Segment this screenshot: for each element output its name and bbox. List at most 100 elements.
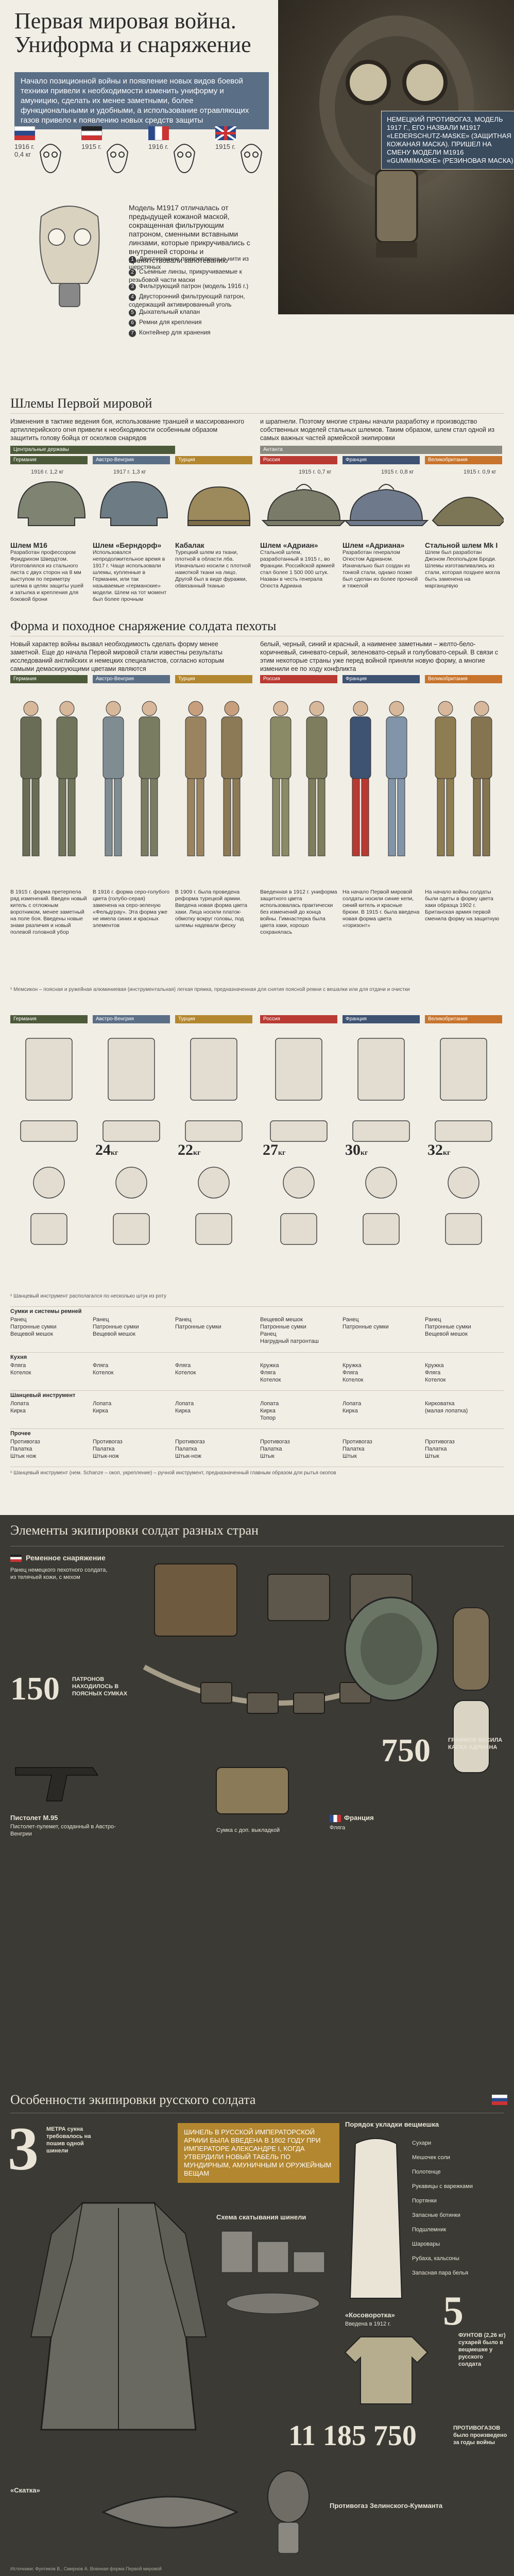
table-cell: Противогаз Палатка Штык нож — [10, 1439, 40, 1459]
russian-soldier-section: Особенности экипировки русского солдата … — [0, 2090, 514, 2576]
flag-russia-icon — [492, 2095, 507, 2105]
uniform-desc-austria: В 1916 г. форма серо-голубого цвета (гол… — [93, 889, 170, 929]
table-cell: Вещевой мешок Патронные сумки Ранец Нагр… — [260, 1317, 319, 1344]
pack-item: Подшлемник — [412, 2227, 447, 2233]
gear-table-header-bags: Сумки и системы ремней — [10, 1308, 82, 1315]
table-cell: Лопата Кирка — [93, 1401, 112, 1414]
helmet-name: Кабалак — [175, 541, 204, 549]
skatka-title: «Скатка» — [10, 2486, 40, 2494]
big-number-5: 5 — [443, 2288, 464, 2334]
pack-item: Сухари — [412, 2140, 432, 2146]
helmet-name: Шлем M16 — [10, 541, 47, 549]
pistol-label: Пистолет M.95 — [10, 1814, 58, 1822]
table-cell: Кружка Фляга Котелок — [342, 1362, 364, 1383]
flag-germany-icon — [10, 1555, 22, 1562]
uniform-desc-turkey: В 1909 г. была проведена реформа турецко… — [175, 889, 247, 929]
table-cell: Противогаз Палатка Штык-нож — [93, 1439, 123, 1459]
table-cell: Ранец Патронные сумки — [342, 1317, 389, 1330]
mask-caption: НЕМЕЦКИЙ ПРОТИВОГАЗ, МОДЕЛЬ 1917 Г., ЕГО… — [381, 111, 514, 170]
band-germany: Германия — [10, 675, 88, 683]
band-russia: Россия — [260, 675, 337, 683]
band-germany: Германия — [10, 1015, 88, 1023]
greatcoat-illustration — [30, 2201, 207, 2431]
table-cell: Кружка Фляга Котелок — [260, 1362, 281, 1383]
legend-number: 1 — [129, 256, 136, 263]
skatka-illustration — [101, 2496, 239, 2529]
pack-list: Сухари Мешочек соли Полотенце Рукавицы с… — [412, 2136, 505, 2280]
helmet-year-berndorf: 1917 г. 1,3 кг — [113, 469, 146, 475]
big-number-150: 150 — [10, 1670, 60, 1707]
germany-gear-label: Ременное снаряжение — [10, 1554, 106, 1562]
band-austria: Австро-Венгрия — [93, 456, 170, 464]
gear-footnote: ¹ Шанцевый инструмент (нем. Schanze – ок… — [10, 1470, 336, 1476]
turkey-bag-label: Сумка с доп. выкладкой — [216, 1827, 280, 1833]
flag-france-icon — [330, 1814, 341, 1822]
table-cell: Лопата Кирка — [10, 1401, 29, 1414]
uniform-desc-russia: Введенная в 1912 г. униформа защитного ц… — [260, 889, 337, 935]
helmet-adrian-russia — [261, 484, 347, 526]
uniforms-section: Форма и походное снаряжение солдата пехо… — [0, 618, 514, 1015]
gear-germany — [20, 1038, 78, 1245]
helmet-card-adrian-ru: Шлем «Адриан» Стальной шлем, разработанн… — [260, 541, 337, 590]
title-line-1: Первая мировая война. — [14, 8, 236, 33]
mask-m1917-diagram — [39, 206, 100, 307]
france-sub: Фляга — [330, 1825, 346, 1831]
helmet-name: Шлем «Берндорф» — [93, 541, 162, 549]
germany-gear-text: Ранец немецкого пехотного солдата, из те… — [10, 1567, 108, 1580]
helmet-card-kabalak: Кабалак Турецкий шлем из ткани, плотной … — [175, 541, 252, 590]
weight-britain: 32кг — [427, 1141, 451, 1158]
pack-item: Рубаха, кальсоны — [412, 2255, 459, 2262]
pistol-illustration — [15, 1767, 98, 1801]
gear-table-header-other: Прочее — [10, 1430, 31, 1437]
m1917-description: Модель M1917 отличалась от предыдущей ко… — [129, 204, 250, 264]
big-number-3: 3 — [8, 2114, 39, 2183]
helmet-card-adrian-fr: Шлем «Адриана» Разработан генералом Огюс… — [342, 541, 420, 590]
table-cell: Фляга Котелок — [10, 1362, 31, 1376]
gear-table-header-kitchen: Кухня — [10, 1354, 27, 1360]
soldier-russia-2 — [306, 701, 328, 856]
soldier-austria-2 — [139, 701, 160, 856]
flag-france — [148, 126, 169, 141]
band-austria: Австро-Венгрия — [93, 675, 170, 683]
mask-year-4: 1915 г. — [215, 143, 236, 150]
soldier-britain-1 — [435, 701, 456, 856]
helmet-mk1 — [432, 497, 504, 526]
uniform-desc-france: На начало Первой мировой солдаты носили … — [342, 889, 420, 929]
helmet-year-m16: 1916 г. 1,2 кг — [31, 469, 64, 475]
legend-number: 4 — [129, 294, 136, 301]
roll-scheme — [221, 2231, 325, 2314]
table-cell: Ранец Патронные сумки Вещевой мешок — [93, 1317, 139, 1337]
helmet-name: Стальной шлем Mk I — [425, 541, 498, 549]
flag-russia — [14, 126, 36, 140]
uniforms-footnote: ¹ Мемсикон – поясная и ружейная алюминие… — [10, 987, 410, 992]
table-cell: Кирковатка (малая лопатка) — [425, 1401, 468, 1414]
band-france: Франция — [342, 1015, 420, 1023]
soldier-turkey-2 — [221, 701, 243, 856]
helmets-intro-left: Изменения в тактике ведения боя, использ… — [10, 418, 245, 442]
mask-diagram — [21, 201, 118, 314]
kosovorotka-text: Введена в 1912 г. — [345, 2321, 391, 2327]
band-turkey: Турция — [175, 456, 252, 464]
elements-section: Элементы экипировки солдат разных стран … — [0, 1515, 514, 2092]
uniforms-intro-left: Новый характер войны вызвал необходимост… — [10, 641, 225, 672]
band-turkey: Турция — [175, 1015, 252, 1023]
mask-models-row: 1916 г.0,4 кг 1915 г. 1916 г. 1915 г. — [14, 125, 272, 193]
band-russia: Россия — [260, 1015, 337, 1023]
turkey-bag-illustration — [216, 1767, 289, 1814]
table-cell: Фляга Котелок — [175, 1362, 196, 1376]
helmet-card-berndorf: Шлем «Берндорф» Использовался непродолжи… — [93, 541, 170, 603]
band-britain: Великобритания — [425, 675, 502, 683]
big-number-3-caption: МЕТРА сукна требовалось на пошив одной ш… — [46, 2126, 91, 2154]
soldier-france-2 — [386, 701, 407, 856]
table-cell: Лопата Кирка — [342, 1401, 362, 1414]
table-cell: Противогаз Палатка Штык — [425, 1439, 455, 1459]
helmet-name: Шлем «Адриана» — [342, 541, 405, 549]
band-france: Франция — [342, 675, 420, 683]
band-britain: Великобритания — [425, 1015, 502, 1023]
helmet-description: Турецкий шлем из ткани, плотной в област… — [175, 549, 251, 589]
soldier-russia-1 — [270, 701, 292, 856]
